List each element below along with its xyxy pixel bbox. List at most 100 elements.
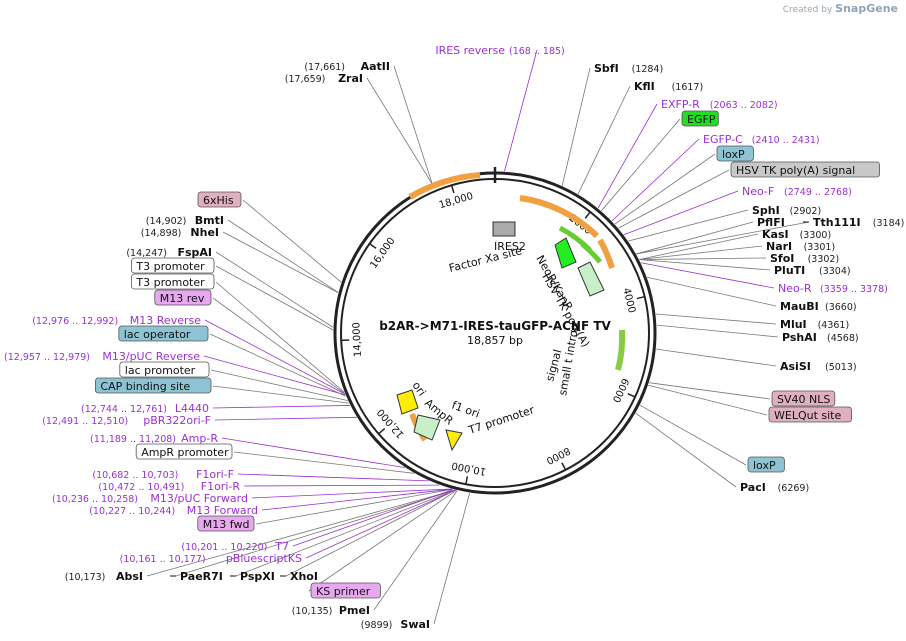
- label-pbluescriptks[interactable]: pBluescriptKS(10,161 .. 10,177): [120, 552, 302, 565]
- leader-line-asisi: [656, 348, 777, 367]
- label-m13-fwd[interactable]: M13 fwd: [197, 515, 255, 532]
- label-coord-m13-puc-reverse: (12,957 .. 12,979): [4, 352, 90, 363]
- label-name-neo-r: Neo-R: [778, 282, 812, 295]
- leader-line-mlui: [655, 313, 777, 325]
- label-coord-t7: (10,201 .. 10,220): [181, 542, 267, 553]
- leader-line-pflfi: [636, 221, 754, 255]
- tick-mark: [636, 295, 645, 300]
- label-name-xhoi: XhoI: [290, 570, 318, 583]
- label-name-pbr322ori-f: pBR322ori-F: [143, 414, 211, 427]
- inner-label-ires2: IRES2: [494, 240, 526, 253]
- label-m13-rev[interactable]: M13 rev: [154, 289, 212, 306]
- label-ampr-promoter[interactable]: AmpR promoter: [135, 443, 233, 460]
- feature-name-loxp-1: loxP: [722, 148, 745, 161]
- neor-arrow: [577, 261, 605, 297]
- leader-line-welqut: [648, 384, 768, 416]
- label-maubi[interactable]: MauBI(3660): [780, 300, 857, 313]
- label-tth111i[interactable]: Tth111I(3184): [813, 216, 904, 229]
- label-6xhis[interactable]: 6xHis: [197, 191, 242, 208]
- label-absi[interactable]: AbsI(10,173): [65, 570, 143, 583]
- label-kfli[interactable]: KflI(1617): [634, 80, 703, 93]
- label-ires-reverse[interactable]: IRES reverse(168 .. 185): [435, 44, 564, 57]
- label-loxp-2[interactable]: loxP: [747, 456, 785, 473]
- feature-name-t3-promoter-2: T3 promoter: [135, 260, 205, 273]
- feature-box-lac-operator: [118, 325, 209, 342]
- label-coord-asisi: (5013): [825, 362, 857, 373]
- label-t3-promoter-2[interactable]: T3 promoter: [130, 257, 215, 274]
- backbone-outer: [333, 171, 657, 495]
- tick-mark: [627, 392, 636, 398]
- label-m13-forward[interactable]: M13 Forward(10,227 .. 10,244): [89, 504, 258, 517]
- label-loxp-1[interactable]: loxP: [716, 145, 754, 162]
- leader-lines: [146, 49, 810, 625]
- tick-mark: [450, 185, 455, 194]
- label-pflfi[interactable]: PflFI: [757, 216, 785, 229]
- label-paer7i[interactable]: PaeR7I: [180, 570, 223, 583]
- feature-box-welqut: [768, 406, 852, 423]
- label-coord-sfoi: (3302): [808, 254, 840, 265]
- label-t3-promoter-1[interactable]: T3 promoter: [130, 273, 215, 290]
- label-pshai[interactable]: PshAI(4568): [782, 331, 859, 344]
- leader-line-zrai: [366, 77, 433, 184]
- label-f1ori-f[interactable]: F1ori-F(10,682 .. 10,703): [92, 468, 234, 481]
- label-sbfi[interactable]: SbfI(1284): [594, 62, 663, 75]
- label-exfp-r[interactable]: EXFP-R(2063 .. 2082): [661, 98, 778, 111]
- label-coord-aatii: (17,661): [304, 62, 345, 73]
- label-f1ori-r[interactable]: F1ori-R(10,472 .. 10,491): [98, 480, 240, 493]
- label-ks-primer[interactable]: KS primer: [310, 582, 381, 599]
- label-egfp-c[interactable]: EGFP-C(2410 .. 2431): [703, 133, 820, 146]
- label-pluti[interactable]: PluTI(3304): [774, 264, 851, 277]
- leader-line-swai: [433, 492, 471, 625]
- label-bmti[interactable]: BmtI(14,902): [146, 214, 224, 227]
- label-kasi[interactable]: KasI(3300): [762, 228, 831, 241]
- label-asisi[interactable]: AsiSI(5013): [780, 360, 857, 373]
- feature-box-m13-fwd: [197, 515, 255, 532]
- label-l4440[interactable]: L4440(12,744 .. 12,761): [81, 402, 209, 415]
- feature-name-loxp-2: loxP: [753, 459, 776, 472]
- leader-line-neo-r: [640, 262, 775, 289]
- label-sphi[interactable]: SphI(2902): [752, 204, 821, 217]
- feature-name-ks-primer: KS primer: [316, 585, 371, 598]
- label-lac-promoter[interactable]: lac promoter: [119, 361, 210, 378]
- label-pbr322ori-f[interactable]: pBR322ori-F(12,491 .. 12,510): [42, 414, 211, 427]
- leader-line-m13-puc-forward: [251, 488, 452, 499]
- label-xhoi[interactable]: XhoI: [290, 570, 318, 583]
- label-m13-puc-forward[interactable]: M13/pUC Forward(10,236 .. 10,258): [52, 492, 248, 505]
- label-neo-f[interactable]: Neo-F(2749 .. 2768): [742, 185, 852, 198]
- label-neo-r[interactable]: Neo-R (3359 .. 3378): [778, 282, 888, 295]
- label-fspai[interactable]: FspAI(14,247): [126, 246, 212, 259]
- feature-arc-orange-top-right: [519, 195, 600, 239]
- label-coord-neo-r: (3359 .. 3378): [820, 284, 888, 295]
- label-pspxi[interactable]: PspXI: [240, 570, 275, 583]
- leader-line-pbr322ori-f: [214, 416, 357, 421]
- label-lac-operator[interactable]: lac operator: [118, 325, 209, 342]
- label-coord-nhei: (14,898): [141, 228, 182, 239]
- ori-arrow: [396, 389, 419, 415]
- label-pmei[interactable]: PmeI(10,135): [292, 604, 370, 617]
- label-coord-pluti: (3304): [819, 266, 851, 277]
- label-amp-r[interactable]: Amp-R(11,189 .. 11,208): [90, 432, 218, 445]
- label-m13-reverse[interactable]: M13 Reverse(12,976 .. 12,992): [32, 314, 201, 327]
- inner-features: [396, 221, 605, 452]
- label-mlui[interactable]: MluI(4361): [780, 318, 849, 331]
- label-sv40-nls[interactable]: SV40 NLS: [771, 390, 836, 407]
- label-swai[interactable]: SwaI(9899): [361, 618, 430, 631]
- label-t7[interactable]: T7(10,201 .. 10,220): [181, 540, 289, 553]
- label-nhei[interactable]: NheI(14,898): [141, 226, 219, 239]
- ires2-feature: [492, 221, 516, 237]
- label-zrai[interactable]: ZraI(17,659): [285, 72, 363, 85]
- leader-line-sv40-nls: [649, 382, 771, 400]
- leader-line-absi: [146, 489, 456, 577]
- label-hsv-tk[interactable]: HSV TK poly(A) signal: [730, 161, 881, 178]
- label-welqut[interactable]: WELQut site: [768, 406, 852, 423]
- label-egfp[interactable]: EGFP: [681, 110, 719, 127]
- label-aatii[interactable]: AatII(17,661): [304, 60, 390, 73]
- label-name-f1ori-r: F1ori-R: [201, 480, 241, 493]
- label-cap-binding[interactable]: CAP binding site: [95, 377, 212, 394]
- label-m13-puc-reverse[interactable]: M13/pUC Reverse(12,957 .. 12,979): [4, 350, 200, 363]
- inner-label-factor-xa: Factor Xa site: [448, 244, 524, 275]
- label-nari[interactable]: NarI(3301): [766, 240, 835, 253]
- tick-label: 10,000: [451, 459, 487, 476]
- label-paci[interactable]: PacI(6269): [740, 481, 809, 494]
- label-sfoi[interactable]: SfoI(3302): [770, 252, 839, 265]
